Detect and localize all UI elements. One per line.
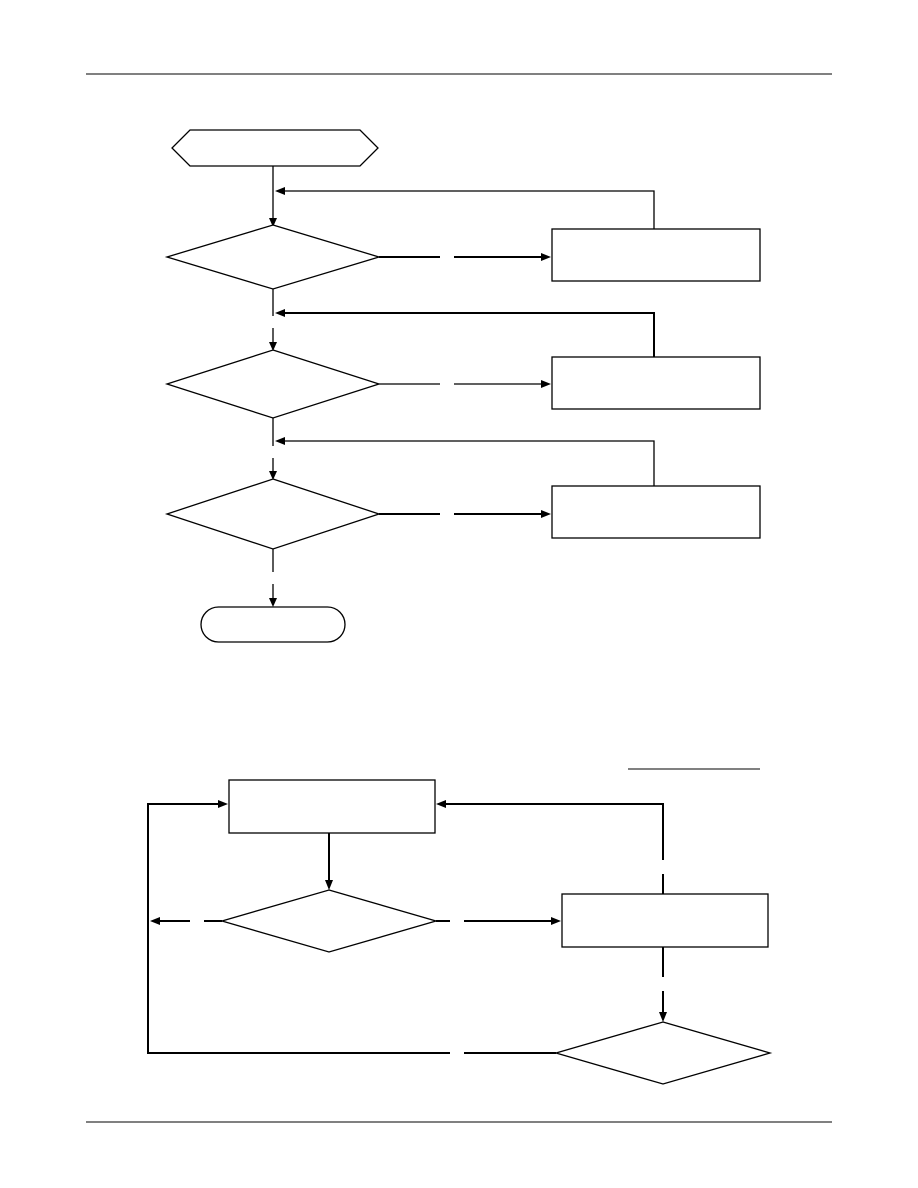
process-a-box	[228, 779, 436, 834]
arrowhead	[551, 917, 561, 925]
decision-1-diamond	[164, 224, 382, 290]
arrowhead	[275, 309, 285, 317]
decision-2-diamond	[164, 349, 382, 419]
decision-b-diamond	[553, 1021, 773, 1085]
process-2-box	[551, 356, 761, 410]
arrowhead	[269, 471, 277, 480]
arrowhead	[275, 437, 285, 445]
flowchart-top	[164, 129, 761, 643]
arrowhead	[541, 253, 551, 261]
arrowhead	[269, 342, 277, 351]
decision-a-diamond	[219, 889, 439, 953]
arrowhead	[275, 187, 285, 195]
start-hexagon	[171, 129, 379, 167]
loop-process-2	[285, 312, 655, 357]
loop-decision-b-b	[147, 803, 450, 1054]
process-3-box	[551, 485, 761, 539]
arrowhead	[218, 800, 228, 808]
loop-process-3	[285, 440, 655, 486]
decision-3-diamond	[164, 478, 382, 550]
end-terminator	[200, 606, 346, 643]
arrowhead	[541, 380, 551, 388]
process-b-box	[561, 893, 769, 948]
process-1-box	[551, 228, 761, 282]
loop-process-b-up-b	[446, 803, 664, 860]
arrowhead	[269, 218, 277, 227]
arrowhead	[436, 800, 446, 808]
arrowhead	[269, 598, 277, 607]
arrowhead	[150, 917, 160, 925]
loop-process-1	[285, 190, 655, 229]
flowchart-bottom	[147, 768, 773, 1085]
arrowhead	[325, 880, 333, 890]
arrowhead	[659, 1012, 667, 1022]
arrowhead	[541, 510, 551, 518]
